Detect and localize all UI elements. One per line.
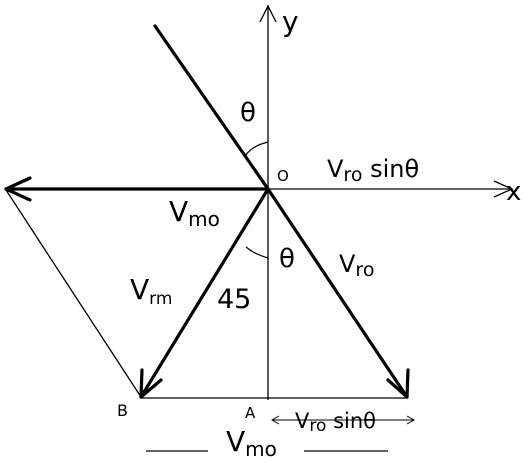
y-axis-arrowhead	[259, 4, 277, 23]
theta-bottom-label: θ	[279, 244, 295, 274]
v-rm-label: Vrm	[130, 273, 172, 309]
point-a-label: A	[245, 404, 256, 422]
origin-label: O	[277, 167, 289, 185]
angle-45-label: 45	[217, 284, 251, 315]
y-axis-label: y	[282, 5, 299, 38]
point-b-label: B	[117, 401, 128, 420]
bottom-span-right-head	[406, 415, 416, 425]
v-mo-bottom-label: Vmo	[226, 425, 277, 461]
v-ro-arrowhead	[386, 368, 410, 399]
v-ro-sin-theta-top-label: Vro sinθ	[327, 155, 419, 186]
v-mo-arrowhead	[4, 176, 32, 202]
v-ro-sin-theta-bottom-label: Vro sinθ	[295, 409, 376, 436]
upper-thick-line	[153, 24, 270, 191]
v-mo-middle-label: Vmo	[169, 195, 220, 231]
v-rm-vector	[139, 187, 270, 399]
theta-top-label: θ	[240, 98, 256, 128]
x-axis-arrowhead	[493, 180, 514, 198]
v-ro-vector	[266, 187, 409, 399]
v-ro-right-label: Vro	[339, 250, 374, 281]
parallelogram-side	[5, 189, 142, 398]
x-axis-label: x	[506, 177, 521, 207]
theta-top-arc	[245, 141, 269, 156]
theta-bottom-arc	[245, 246, 269, 259]
bottom-span-left-head	[270, 415, 280, 425]
